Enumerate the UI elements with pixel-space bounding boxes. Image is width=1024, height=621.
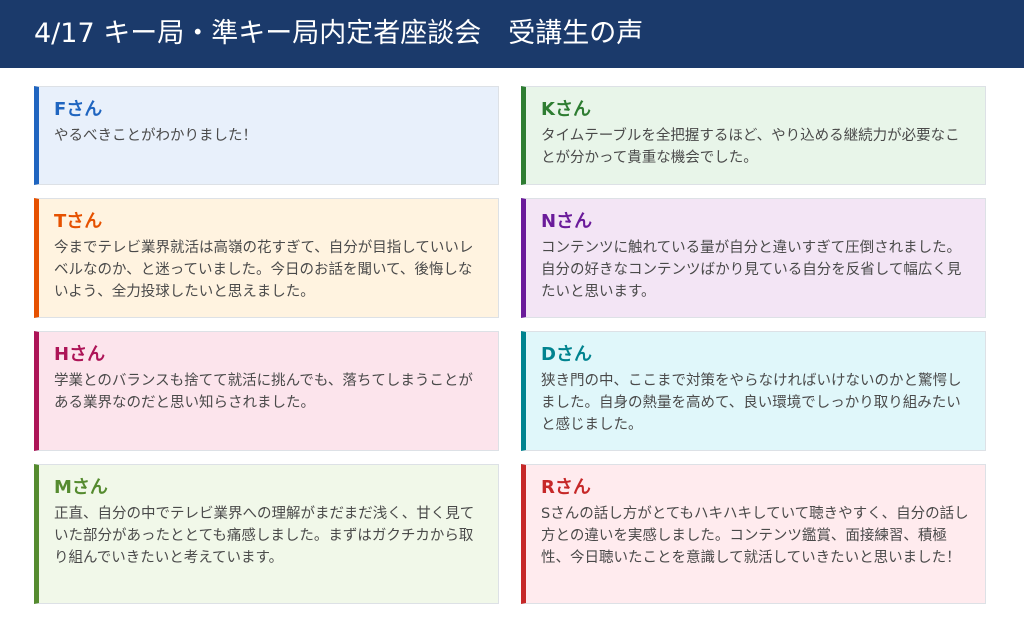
testimonial-card: Fさん やるべきことがわかりました！ <box>34 86 499 185</box>
page-title: 4/17 キー局・準キー局内定者座談会 受講生の声 <box>34 18 644 49</box>
testimonial-name: Kさん <box>541 99 591 120</box>
testimonial-card: Kさん タイムテーブルを全把握するほど、やり込める継続力が必要なことが分かって貴… <box>521 86 986 185</box>
testimonial-text: 正直、自分の中でテレビ業界への理解がまだまだ浅く、甘く見ていた部分があったととて… <box>54 506 475 566</box>
testimonial-text: タイムテーブルを全把握するほど、やり込める継続力が必要なことが分かって貴重な機会… <box>541 128 960 166</box>
testimonial-text: やるべきことがわかりました！ <box>54 128 257 144</box>
testimonial-card: Nさん コンテンツに触れている量が自分と違いすぎて圧倒されました。自分の好きなコ… <box>521 198 986 318</box>
testimonial-text: 今までテレビ業界就活は高嶺の花すぎて、自分が目指していいレベルなのか、と迷ってい… <box>54 240 474 300</box>
testimonial-card: Rさん Sさんの話し方がとてもハキハキしていて聴きやすく、自分の話し方との違いを… <box>521 464 986 604</box>
testimonial-name: Nさん <box>541 211 593 232</box>
testimonial-text: コンテンツに触れている量が自分と違いすぎて圧倒されました。自分の好きなコンテンツ… <box>541 240 962 300</box>
testimonial-name: Tさん <box>54 211 103 232</box>
testimonial-name: Rさん <box>541 477 591 498</box>
testimonial-name: Fさん <box>54 99 103 120</box>
testimonial-text: Sさんの話し方がとてもハキハキしていて聴きやすく、自分の話し方との違いを実感しま… <box>541 506 969 566</box>
page-header: 4/17 キー局・準キー局内定者座談会 受講生の声 <box>0 0 1024 68</box>
testimonial-name: Mさん <box>54 477 108 498</box>
testimonial-name: Hさん <box>54 344 106 365</box>
testimonial-text: 学業とのバランスも捨てて就活に挑んでも、落ちてしまうことがある業界なのだと思い知… <box>54 373 473 411</box>
testimonial-name: Dさん <box>541 344 592 365</box>
testimonial-card: Hさん 学業とのバランスも捨てて就活に挑んでも、落ちてしまうことがある業界なのだ… <box>34 331 499 451</box>
testimonial-card: Tさん 今までテレビ業界就活は高嶺の花すぎて、自分が目指していいレベルなのか、と… <box>34 198 499 318</box>
testimonial-card: Mさん 正直、自分の中でテレビ業界への理解がまだまだ浅く、甘く見ていた部分があっ… <box>34 464 499 604</box>
testimonial-card: Dさん 狭き門の中、ここまで対策をやらなければいけないのかと驚愕しました。自身の… <box>521 331 986 451</box>
testimonial-text: 狭き門の中、ここまで対策をやらなければいけないのかと驚愕しました。自身の熱量を高… <box>541 373 962 433</box>
